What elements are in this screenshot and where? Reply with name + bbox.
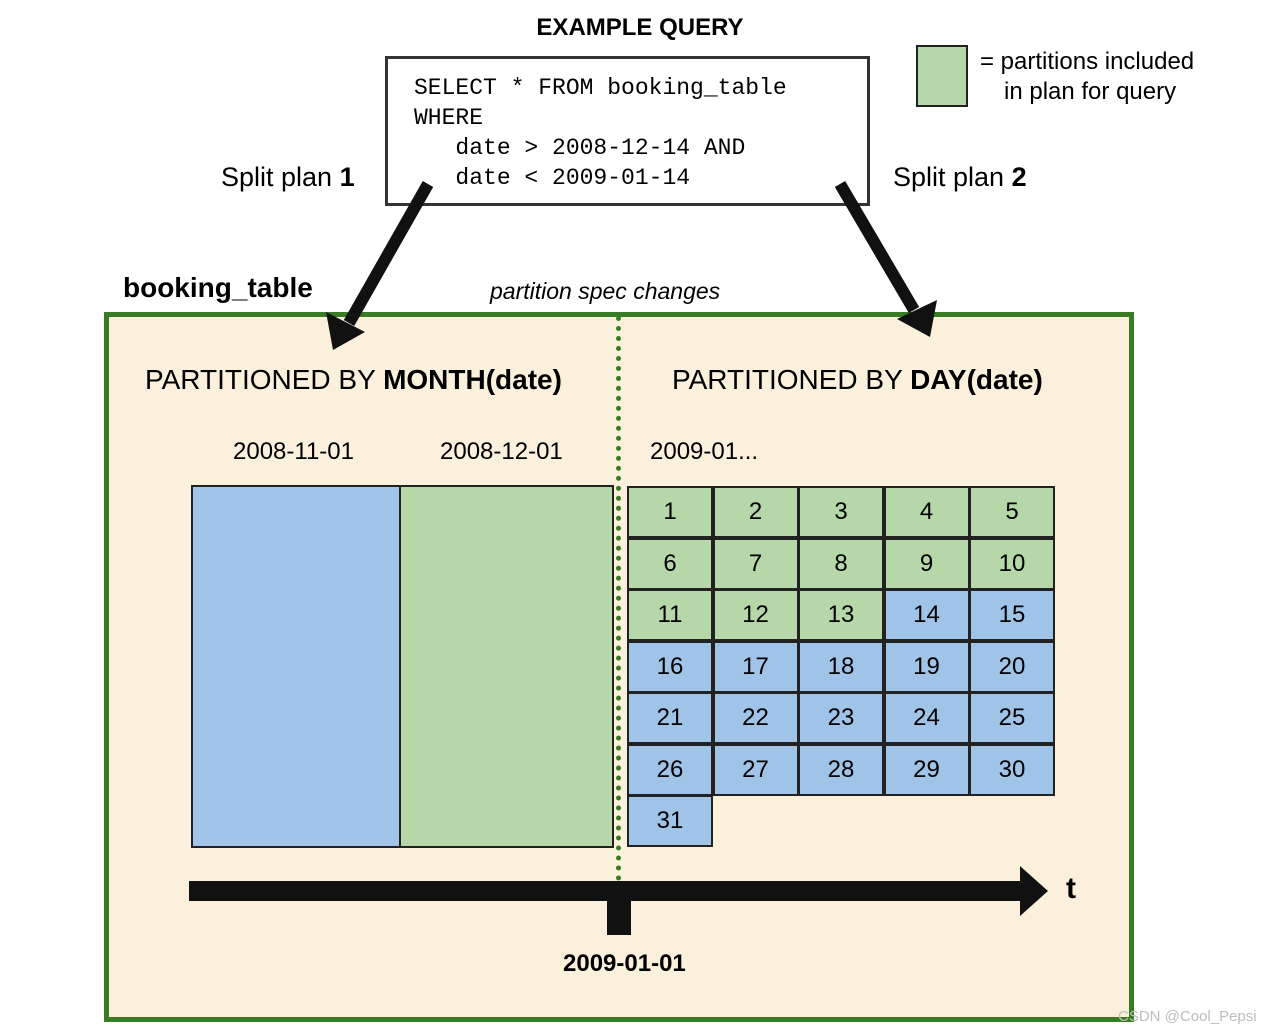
- query-line-where: WHERE: [414, 105, 484, 131]
- timeline-tick-label: 2009-01-01: [563, 950, 686, 977]
- query-line-select: SELECT * FROM booking_table: [414, 75, 787, 101]
- query-line-condition-2: date < 2009-01-14: [414, 165, 691, 191]
- split-plan-2-arrow: [834, 180, 937, 337]
- day-partition-cell: 17: [712, 640, 799, 693]
- month-heading-prefix: PARTITIONED BY: [145, 364, 384, 395]
- month-heading-emph: MONTH(date): [383, 364, 562, 395]
- day-partition-cell: 7: [712, 537, 799, 590]
- legend-line-1: = partitions included: [980, 48, 1195, 75]
- day-heading-prefix: PARTITIONED BY: [672, 364, 911, 395]
- day-partition-cell: 10: [969, 537, 1055, 590]
- day-partition-cell: 29: [883, 743, 970, 796]
- day-partition-cell: 13: [798, 589, 884, 641]
- day-partition-cell: 26: [627, 743, 713, 796]
- timeline-tick: [607, 895, 631, 935]
- split-plan-1-prefix: Split plan: [221, 162, 340, 192]
- day-partition-cell: 20: [969, 640, 1055, 693]
- day-partition-cell: 19: [883, 640, 970, 693]
- partition-spec-change-label: partition spec changes: [490, 278, 721, 304]
- query-line-condition-1: date > 2008-12-14 AND: [414, 135, 746, 161]
- day-partition-cell: 5: [969, 486, 1055, 538]
- day-partition-cell: 18: [798, 640, 884, 693]
- day-partition-cell: 28: [798, 743, 884, 796]
- timeline-axis: [189, 866, 1048, 935]
- split-plan-1-arrow-head: [326, 312, 365, 350]
- day-heading-emph: DAY(date): [910, 364, 1043, 395]
- day-partition-cell: 25: [969, 692, 1055, 744]
- day-partition-cell: 4: [883, 486, 970, 538]
- day-partition-cell: 30: [969, 743, 1055, 796]
- table-name: booking_table: [123, 272, 313, 303]
- month-partition-label-nov: 2008-11-01: [233, 438, 354, 465]
- split-plan-2-number: 2: [1011, 162, 1027, 192]
- day-partition-cell: 1: [627, 486, 713, 538]
- split-plan-2-prefix: Split plan: [893, 162, 1012, 192]
- day-partition-cell: 8: [798, 537, 884, 590]
- day-partition-cell: 12: [712, 589, 799, 641]
- day-partition-cell: 23: [798, 692, 884, 744]
- month-partition-label-dec: 2008-12-01: [440, 438, 563, 465]
- day-partition-cell: 9: [883, 537, 970, 590]
- day-partition-cell: 6: [627, 537, 713, 590]
- partition-spec-divider: [616, 316, 621, 881]
- month-partition-block-dec: [399, 485, 614, 848]
- split-plan-2-label: Split plan 2: [893, 162, 1027, 193]
- day-partition-cell: 31: [627, 795, 713, 847]
- legend-line-2: in plan for query: [1004, 78, 1177, 105]
- day-partition-cell: 15: [969, 589, 1055, 641]
- split-plan-1-label: Split plan 1: [221, 162, 355, 193]
- query-title: EXAMPLE QUERY: [536, 14, 744, 41]
- day-section-label: 2009-01...: [650, 438, 759, 465]
- day-partition-cell: 22: [712, 692, 799, 744]
- timeline-arrow-head: [1020, 866, 1048, 916]
- day-partition-cell: 2: [712, 486, 799, 538]
- split-plan-1-arrow-shaft: [343, 181, 434, 326]
- day-partition-cell: 11: [627, 589, 713, 641]
- day-partition-cell: 21: [627, 692, 713, 744]
- day-partition-cell: 16: [627, 640, 713, 693]
- month-partition-heading: PARTITIONED BY MONTH(date): [145, 364, 562, 396]
- watermark: CSDN @Cool_Pepsi: [1118, 1008, 1257, 1025]
- split-plan-2-arrow-head: [897, 300, 937, 337]
- month-partition-block-nov: [191, 485, 401, 848]
- day-partition-cell: 3: [798, 486, 884, 538]
- split-plan-1-arrow: [326, 181, 434, 350]
- timeline-axis-label: t: [1066, 872, 1076, 905]
- day-partition-cell: 14: [883, 589, 970, 641]
- day-partition-cell: 27: [712, 743, 799, 796]
- split-plan-1-number: 1: [339, 162, 355, 192]
- query-box: SELECT * FROM booking_table WHERE date >…: [385, 56, 870, 206]
- legend-text: = partitions included in plan for query: [980, 47, 1194, 107]
- legend-swatch: [916, 45, 968, 107]
- split-plan-2-arrow-shaft: [834, 180, 920, 314]
- timeline-shaft: [189, 881, 1025, 901]
- day-partition-heading: PARTITIONED BY DAY(date): [672, 364, 1043, 396]
- day-partition-cell: 24: [883, 692, 970, 744]
